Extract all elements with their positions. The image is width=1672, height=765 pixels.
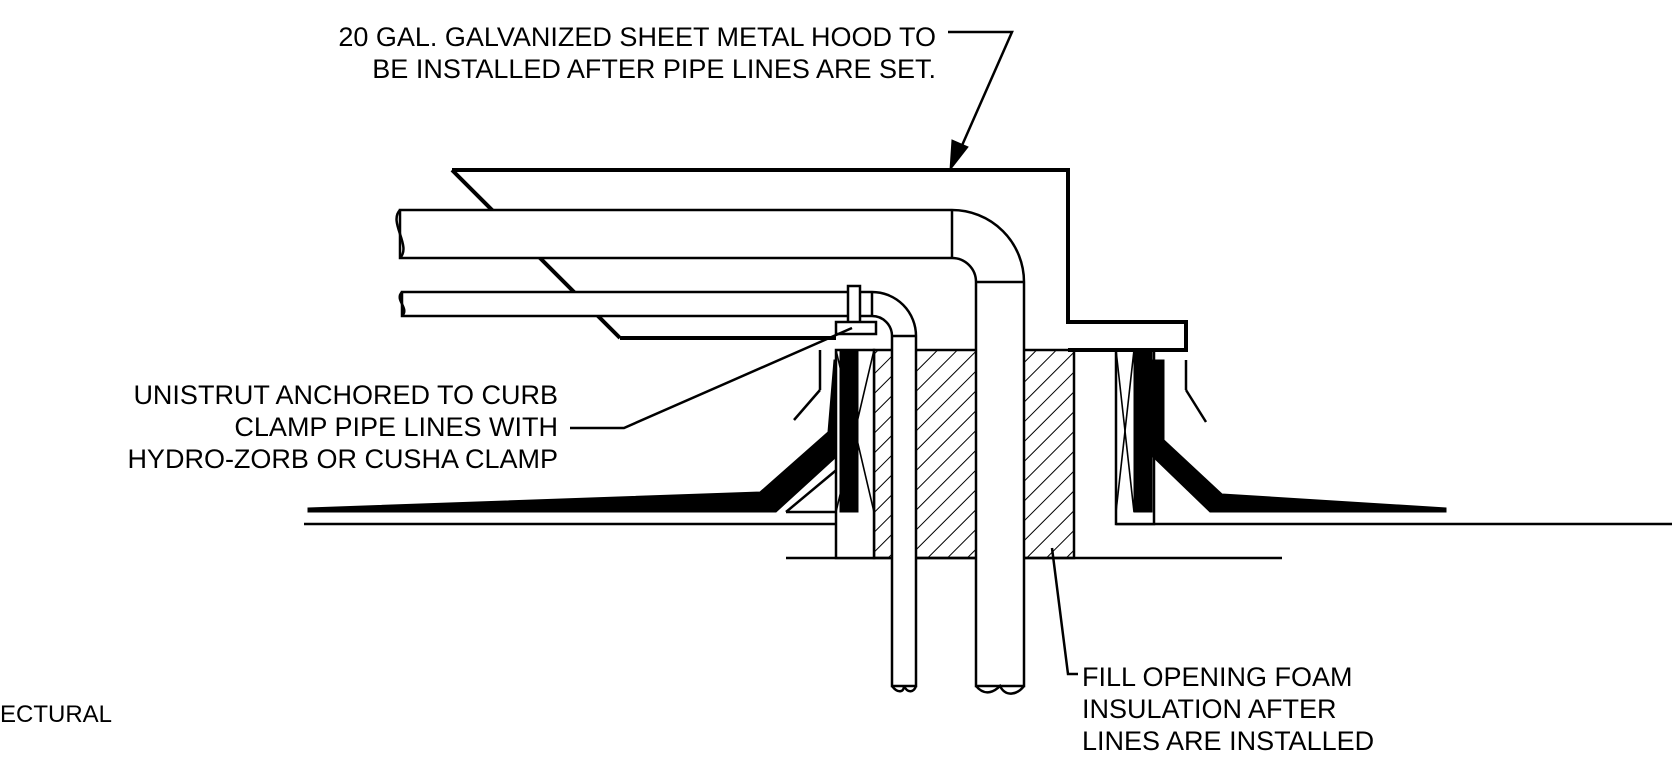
- large-pipe: [395, 208, 1026, 695]
- foam-note-line-2: INSULATION AFTER: [1082, 694, 1337, 724]
- leader-lines: [570, 30, 1078, 676]
- hood-note: 20 GAL. GALVANIZED SHEET METAL HOOD TO B…: [338, 22, 936, 84]
- hood-note-line-2: BE INSTALLED AFTER PIPE LINES ARE SET.: [372, 54, 936, 84]
- unistrut-note: UNISTRUT ANCHORED TO CURB CLAMP PIPE LIN…: [127, 380, 558, 474]
- foam-note-line-1: FILL OPENING FOAM: [1082, 662, 1353, 692]
- unistrut-note-line-3: HYDRO-ZORB OR CUSHA CLAMP: [127, 444, 558, 474]
- cropped-label: ECTURAL: [0, 701, 112, 728]
- left-curb: [834, 348, 876, 560]
- hood-note-line-1: 20 GAL. GALVANIZED SHEET METAL HOOD TO: [338, 22, 936, 52]
- unistrut-clamp: [834, 284, 878, 336]
- foam-note-line-3: LINES ARE INSTALLED: [1082, 726, 1374, 756]
- unistrut-note-line-2: CLAMP PIPE LINES WITH: [234, 412, 558, 442]
- right-curb: [1114, 348, 1447, 526]
- unistrut-note-line-1: UNISTRUT ANCHORED TO CURB: [133, 380, 558, 410]
- small-pipe: [398, 290, 918, 693]
- sheet-metal-hood: [450, 168, 1188, 352]
- foam-note: FILL OPENING FOAM INSULATION AFTER LINES…: [1082, 662, 1374, 756]
